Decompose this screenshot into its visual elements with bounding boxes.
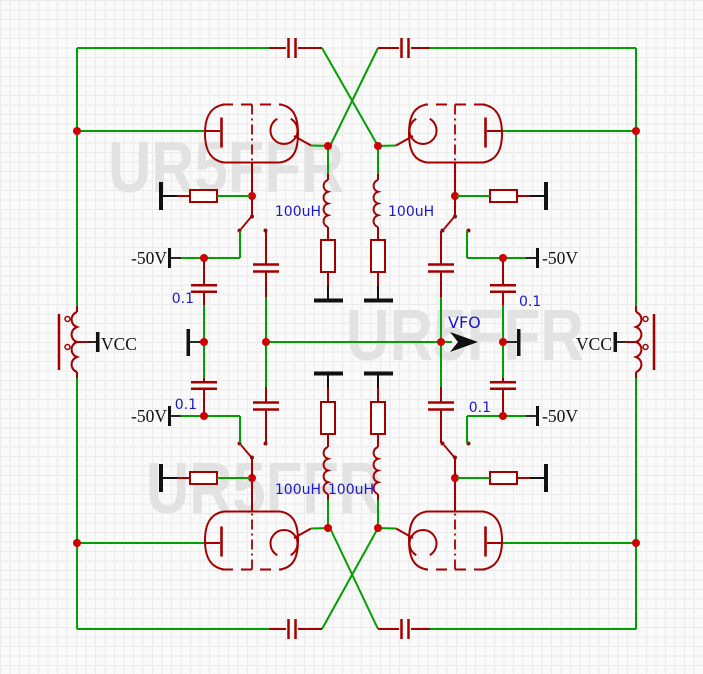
inductor-value-bottom-left[interactable]: 100uH (275, 482, 321, 498)
tube-bottom-right[interactable] (374, 475, 504, 571)
svg-text:UR5FFR: UR5FFR (146, 449, 382, 529)
inductor-value-top-right[interactable]: 100uH (388, 204, 434, 220)
watermark: UR5FFR UR5FFR UR5FFR (108, 128, 584, 529)
vfo-output-arrow[interactable] (450, 332, 478, 352)
cap-value-bottom-left[interactable]: 0.1 (175, 397, 197, 413)
vfo-label[interactable]: VFO (448, 313, 481, 332)
resistor-bottom-right[interactable] (455, 462, 548, 494)
svg-text:UR5FFR: UR5FFR (346, 296, 584, 376)
inductor-value-top-left[interactable]: 100uH (275, 204, 321, 220)
feedback-capacitors[interactable] (269, 38, 430, 639)
transformer-right[interactable] (613, 306, 656, 378)
junction-dots (73, 127, 640, 547)
inductor-column-top-right[interactable] (362, 140, 395, 303)
bias-label-bottom-left[interactable]: -50V (131, 406, 167, 426)
cap-value-top-right[interactable]: 0.1 (519, 294, 541, 310)
switch-bottom-right[interactable] (439, 440, 472, 483)
switch-top-right[interactable] (439, 191, 472, 234)
coupling-cap-column-left[interactable] (251, 229, 281, 445)
vcc-right-label[interactable]: VCC (576, 334, 612, 354)
bias-label-top-left[interactable]: -50V (131, 248, 167, 268)
vcc-left-label[interactable]: VCC (101, 334, 137, 354)
cap-value-bottom-right[interactable]: 0.1 (469, 400, 491, 416)
bias-label-bottom-right[interactable]: -50V (542, 406, 578, 426)
inductor-value-bottom-right[interactable]: 100uH (328, 482, 374, 498)
bias-label-top-right[interactable]: -50V (542, 248, 578, 268)
wires[interactable] (76, 47, 637, 630)
cap-value-top-left[interactable]: 0.1 (172, 291, 194, 307)
transformer-left[interactable] (57, 306, 100, 378)
labels: VFO VCC VCC -50V -50V -50V -50V 0.1 0.1 … (101, 204, 612, 498)
resistor-top-right[interactable] (455, 180, 548, 212)
tube-top-right[interactable] (374, 103, 504, 199)
